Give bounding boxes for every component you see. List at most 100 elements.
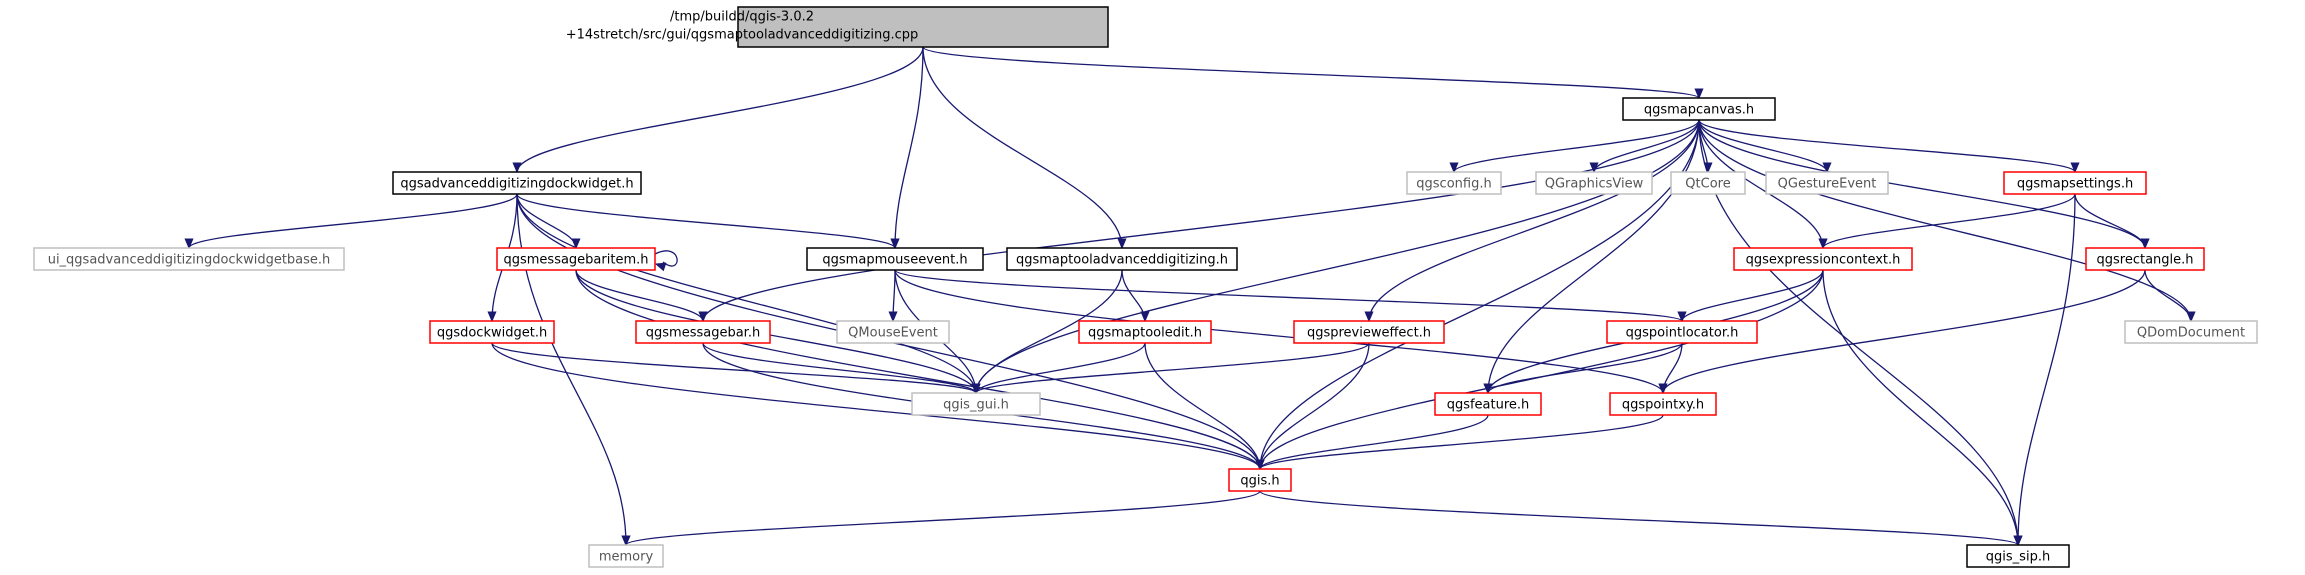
edge-line: [975, 342, 1146, 394]
edge-arrowhead: [1255, 459, 1265, 471]
node-messagebar[interactable]: qgsmessagebar.h: [635, 320, 771, 344]
node-box: [33, 247, 345, 271]
node-box: [1293, 320, 1445, 344]
node-rectangle[interactable]: qgsrectangle.h: [2085, 247, 2205, 271]
node-label: qgsmessagebar.h: [646, 326, 760, 341]
node-qmouse: QMouseEvent: [836, 320, 950, 344]
node-box: [1006, 247, 1238, 271]
node-dockwidget[interactable]: qgsdockwidget.h: [429, 320, 555, 344]
edge-arrowhead: [1364, 311, 1374, 323]
edge-line: [1259, 342, 1370, 470]
node-exprctx[interactable]: qgsexpressioncontext.h: [1733, 247, 1913, 271]
node-mapmouse[interactable]: qgsmapmouseevent.h: [806, 247, 984, 271]
node-label: ui_qgsadvanceddigitizingdockwidgetbase.h: [48, 253, 331, 268]
node-box: [429, 320, 555, 344]
edge-arrowhead: [2013, 535, 2023, 547]
node-label: qgspointxy.h: [1622, 398, 1704, 413]
edge-line: [975, 342, 1370, 394]
node-qgis[interactable]: qgis.h: [1228, 468, 1292, 492]
edge-line: [575, 269, 1261, 470]
edge-line: [894, 269, 1664, 394]
node-label: qgsadvanceddigitizingdockwidget.h: [400, 177, 633, 192]
edge-line: [702, 342, 977, 394]
node-qtcore: QtCore: [1670, 171, 1746, 195]
edge-messagebar-to-qgisgui: [702, 342, 981, 395]
node-box: [1228, 468, 1292, 492]
node-box: [635, 320, 771, 344]
node-pointlocator[interactable]: qgspointlocator.h: [1606, 320, 1758, 344]
node-label: qgsexpressioncontext.h: [1746, 253, 1901, 268]
node-box: [2124, 320, 2258, 344]
edge-rectangle-to-qdom: [2144, 269, 2196, 323]
node-box: [2085, 247, 2205, 271]
edge-arrowhead: [2070, 162, 2080, 174]
node-preview[interactable]: qgspreviewеffect.h: [1293, 320, 1445, 344]
edge-arrowhead: [2140, 238, 2150, 250]
edge-line: [922, 46, 1123, 249]
edge-line: [625, 490, 1261, 546]
edge-msgbaritem-to-qgis: [575, 269, 1265, 471]
node-label: qgsmessagebaritem.h: [503, 253, 648, 268]
node-mapcanvas[interactable]: qgsmapcanvas.h: [1622, 97, 1776, 121]
edge-arrowhead: [1822, 162, 1832, 174]
node-maptooladv[interactable]: qgsmaptooladvanceddigitizing.h: [1006, 247, 1238, 271]
edge-arrowhead: [890, 238, 900, 250]
node-box: [1609, 392, 1717, 416]
node-box: [392, 171, 642, 195]
edge-line: [575, 269, 704, 322]
edge-line: [2074, 193, 2146, 249]
edge-qgis-to-qgissip: [1259, 490, 2023, 547]
edge-exprctx-to-qgissip: [1822, 269, 2023, 547]
node-box: [1078, 320, 1212, 344]
edge-maptooladv-to-maptooledit: [1121, 269, 1150, 323]
edge-arrowhead: [698, 311, 708, 323]
node-label: qgsmaptooledit.h: [1088, 326, 1202, 341]
node-pointxy[interactable]: qgspointxy.h: [1609, 392, 1717, 416]
node-advdock[interactable]: qgsadvanceddigitizingdockwidget.h: [392, 171, 642, 195]
edge-line: [1487, 119, 1700, 394]
node-label: memory: [599, 550, 654, 565]
node-label: qgsconfig.h: [1416, 177, 1491, 192]
edge-advdock-to-uiadv: [184, 193, 518, 250]
edge-exprctx-to-pointlocator: [1677, 269, 1824, 323]
node-box: [836, 320, 950, 344]
edge-line: [575, 269, 977, 394]
node-mapsettings[interactable]: qgsmapsettings.h: [2003, 171, 2147, 195]
edge-line: [1487, 342, 1683, 394]
node-root[interactable]: /tmp/buildd/qgis-3.0.2+14stretch/src/gui…: [566, 6, 1109, 48]
edge-root-to-mapcanvas: [922, 46, 1704, 100]
edge-arrowhead: [654, 262, 667, 272]
edge-line: [516, 46, 924, 173]
node-qgissip[interactable]: qgis_sip.h: [1966, 544, 2070, 568]
node-label: qgspreviewеffect.h: [1307, 326, 1431, 341]
node-box: [2003, 171, 2147, 195]
edge-line: [1698, 119, 1828, 173]
edge-maptooledit-to-qgis: [1144, 342, 1265, 471]
edge-mapcanvas-to-qgesture: [1698, 119, 1832, 174]
edge-line: [1259, 490, 2019, 546]
node-label: qgsrectangle.h: [2096, 253, 2193, 268]
node-label: qgsfeature.h: [1447, 398, 1530, 413]
node-label: qgsmapmouseevent.h: [822, 253, 967, 268]
node-label: qgis.h: [1240, 474, 1279, 489]
node-label: QGraphicsView: [1545, 177, 1644, 192]
node-msgbaritem[interactable]: qgsmessagebaritem.h: [496, 247, 656, 271]
node-qdom: QDomDocument: [2124, 320, 2258, 344]
edge-root-to-mapmouse: [890, 46, 924, 250]
edge-line: [894, 269, 1683, 322]
node-box: [806, 247, 984, 271]
edge-arrowhead: [571, 238, 581, 250]
edge-line: [1593, 119, 1700, 173]
node-maptooledit[interactable]: qgsmaptooledit.h: [1078, 320, 1212, 344]
edge-arrowhead: [1818, 238, 1828, 250]
node-feature[interactable]: qgsfeature.h: [1434, 392, 1542, 416]
node-label: /tmp/buildd/qgis-3.0.2: [670, 10, 814, 25]
edge-mapsettings-to-rectangle: [2074, 193, 2150, 250]
edge-mapcanvas-to-preview: [1364, 119, 1700, 323]
edges-layer: [184, 46, 2196, 547]
node-box: [588, 544, 664, 568]
edge-arrowhead: [971, 383, 981, 395]
node-label: qgsmaptooladvanceddigitizing.h: [1016, 253, 1228, 268]
edge-advdock-to-msgbaritem: [516, 193, 581, 250]
edge-mapcanvas-to-qgsconfig: [1449, 119, 1700, 174]
